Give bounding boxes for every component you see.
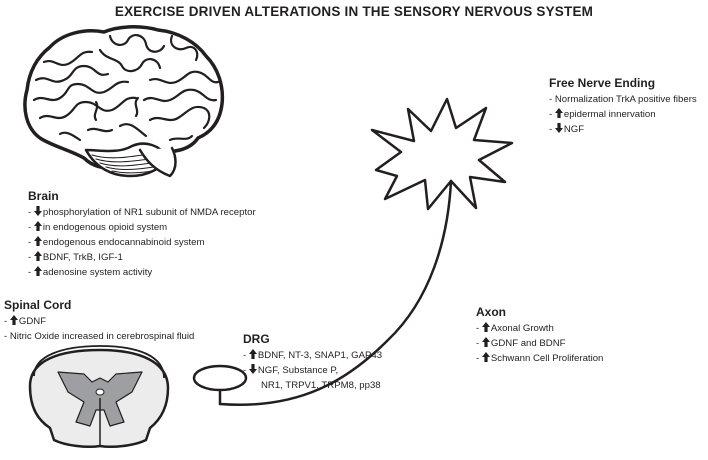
list-item: - Schwann Cell Proliferation — [476, 352, 604, 364]
list-item: - endogenous endocannabinoid system — [28, 236, 205, 248]
item-text: GDNF and BDNF — [490, 338, 566, 349]
arrow-up-icon — [9, 315, 18, 325]
drg-list: - BDNF, NT-3, SNAP1, GAP43 - NGF, Substan… — [243, 348, 382, 393]
arrow-up-icon — [33, 221, 42, 231]
axon-heading: Axon — [476, 305, 506, 319]
list-item: - BDNF, TrkB, IGF-1 — [28, 251, 123, 263]
axon — [218, 179, 453, 406]
brain-illustration — [23, 25, 225, 178]
item-text: BDNF, TrkB, IGF-1 — [42, 252, 123, 263]
item-text: - Normalization TrkA positive fibers — [549, 94, 697, 105]
list-item: - NGF, Substance P, — [243, 364, 339, 376]
item-text: - Nitric Oxide increased in cerebrospina… — [4, 331, 195, 342]
list-item: - Nitric Oxide increased in cerebrospina… — [4, 329, 194, 344]
axon-block: Axon - Axonal Growth - GDNF and BDNF - Sch… — [476, 304, 603, 366]
arrow-up-icon — [481, 337, 490, 347]
arrow-up-icon — [33, 236, 42, 246]
arrow-down-icon — [33, 206, 42, 216]
brain-list: - phosphorylation of NR1 subunit of NMDA… — [28, 205, 256, 280]
brain-heading: Brain — [28, 189, 59, 203]
list-item: - epidermal innervation — [549, 108, 656, 120]
axon-list: - Axonal Growth - GDNF and BDNF - Schwann … — [476, 321, 603, 366]
arrow-up-icon — [248, 349, 257, 359]
spinal-cord-illustration — [28, 345, 170, 448]
arrow-up-icon — [33, 266, 42, 276]
free-nerve-ending-list: - Normalization TrkA positive fibers - ep… — [549, 92, 697, 137]
arrow-up-icon — [554, 108, 563, 118]
drg-heading: DRG — [243, 332, 270, 346]
spinal-cord-block: Spinal Cord - GDNF - Nitric Oxide increas… — [4, 297, 194, 344]
arrow-down-icon — [554, 123, 563, 133]
spinal-cord-heading: Spinal Cord — [4, 298, 72, 312]
item-text: NGF, Substance P, — [257, 365, 339, 376]
list-item: - GDNF and BDNF — [476, 337, 566, 349]
item-text: BDNF, NT-3, SNAP1, GAP43 — [257, 350, 383, 361]
item-text: adenosine system activity — [42, 267, 153, 278]
list-item: - GDNF — [4, 315, 47, 327]
arrow-up-icon — [481, 352, 490, 362]
item-text: epidermal innervation — [563, 109, 656, 120]
list-item: - Axonal Growth — [476, 322, 554, 334]
item-text: Schwann Cell Proliferation — [490, 353, 604, 364]
neuron-illustration — [192, 97, 514, 406]
drg-block: DRG - BDNF, NT-3, SNAP1, GAP43 - NGF, Sub… — [243, 331, 382, 393]
list-item: NR1, TRPV1, TRPM8, pp38 — [243, 378, 382, 393]
spinal-cord-list: - GDNF - Nitric Oxide increased in cerebr… — [4, 314, 194, 344]
free-nerve-ending-block: Free Nerve Ending - Normalization TrkA p… — [549, 75, 697, 137]
free-nerve-ending-heading: Free Nerve Ending — [549, 76, 656, 90]
brain-block: Brain - phosphorylation of NR1 subunit o… — [28, 188, 256, 280]
arrow-up-icon — [33, 251, 42, 261]
item-text: NR1, TRPV1, TRPM8, pp38 — [261, 380, 381, 391]
list-item: - Normalization TrkA positive fibers — [549, 92, 697, 107]
list-item: - phosphorylation of NR1 subunit of NMDA… — [28, 206, 256, 218]
free-nerve-ending — [370, 97, 514, 211]
list-item: - adenosine system activity — [28, 266, 153, 278]
item-text: GDNF — [18, 316, 47, 327]
drg-body — [192, 364, 248, 392]
item-text: in endogenous opioid system — [42, 222, 168, 233]
item-text: Axonal Growth — [490, 323, 554, 334]
arrow-down-icon — [248, 364, 257, 374]
item-text: phosphorylation of NR1 subunit of NMDA r… — [42, 207, 256, 218]
item-text: NGF — [563, 124, 585, 135]
diagram-title: EXERCISE DRIVEN ALTERATIONS IN THE SENSO… — [114, 4, 594, 19]
list-item: - BDNF, NT-3, SNAP1, GAP43 — [243, 349, 383, 361]
list-item: - in endogenous opioid system — [28, 221, 168, 233]
item-text: endogenous endocannabinoid system — [42, 237, 205, 248]
list-item: - NGF — [549, 123, 585, 135]
arrow-up-icon — [481, 322, 490, 332]
